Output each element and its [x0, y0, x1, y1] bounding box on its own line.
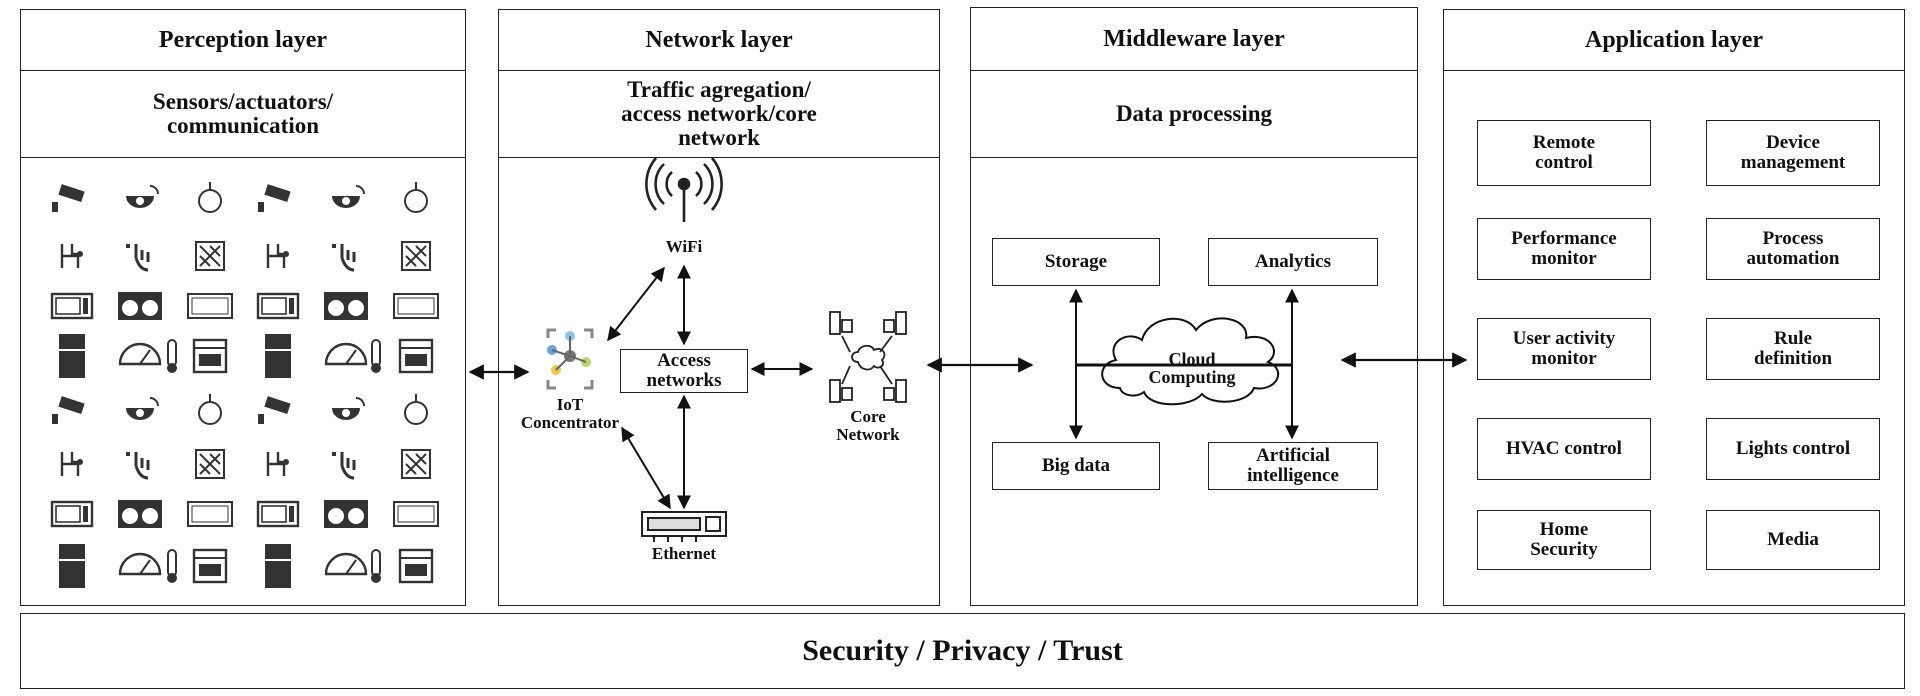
ethernet-label: Ethernet: [651, 544, 717, 563]
big-data-node: Big data: [992, 442, 1160, 490]
washer-icon: [324, 500, 368, 528]
app-device-management: Device management: [1706, 120, 1880, 186]
thermostat-icon: [187, 501, 233, 527]
camera-icon: [258, 184, 291, 212]
thermostat-icon: [393, 293, 439, 319]
microwave-icon: [50, 500, 94, 528]
app-home-security: Home Security: [1477, 510, 1651, 570]
bulb-icon: [198, 394, 222, 425]
thermometer-icon: [167, 549, 177, 583]
circuit-icon: [266, 452, 289, 476]
washer-icon: [118, 500, 162, 528]
thermostat-icon: [393, 501, 439, 527]
thermostat-icon: [187, 293, 233, 319]
application-layer-panel: [1443, 9, 1905, 606]
thermometer-icon: [371, 549, 381, 583]
wifi-icon: [645, 157, 723, 222]
oven-icon: [398, 548, 434, 584]
perception-icon-grid: [50, 182, 439, 588]
iot-concentrator-icon: [546, 328, 594, 390]
thermometer-icon: [167, 339, 177, 373]
ethernet-icon: [641, 511, 727, 542]
washer-icon: [118, 292, 162, 320]
grid-panel-icon: [195, 449, 225, 479]
microwave-icon: [256, 292, 300, 320]
core-network-icon: [829, 311, 907, 403]
app-process-automation: Process automation: [1706, 218, 1880, 280]
grid-panel-icon: [401, 241, 431, 271]
oven-icon: [192, 548, 228, 584]
microwave-icon: [50, 292, 94, 320]
gauge-icon: [118, 552, 162, 576]
oven-icon: [192, 338, 228, 374]
app-user-activity-monitor: User activity monitor: [1477, 318, 1651, 380]
grid-panel-icon: [195, 241, 225, 271]
cloud-computing-label: Cloud Computing: [1148, 349, 1236, 387]
oven-icon: [398, 338, 434, 374]
network-layer-subtitle: Traffic agregation/ access network/core …: [498, 70, 940, 158]
circuit-icon: [60, 244, 83, 268]
circuit-icon: [266, 244, 289, 268]
dome-camera-icon: [126, 185, 159, 208]
artificial-intelligence-node: Artificial intelligence: [1208, 442, 1378, 490]
touch-icon: [332, 244, 356, 272]
fridge-icon: [265, 544, 291, 588]
dome-camera-icon: [126, 397, 159, 420]
camera-icon: [258, 396, 291, 424]
middleware-layer-subtitle: Data processing: [970, 70, 1418, 158]
touch-icon: [332, 452, 356, 480]
gauge-icon: [324, 342, 368, 366]
touch-icon: [126, 452, 150, 480]
core-network-label: Core Network: [836, 407, 900, 444]
bulb-icon: [198, 182, 222, 213]
fridge-icon: [59, 334, 85, 378]
bulb-icon: [404, 394, 428, 425]
microwave-icon: [256, 500, 300, 528]
circuit-icon: [60, 452, 83, 476]
iot-concentrator-label: IoT Concentrator: [520, 395, 620, 432]
app-remote-control: Remote control: [1477, 120, 1651, 186]
fridge-icon: [265, 334, 291, 378]
camera-icon: [52, 184, 85, 212]
washer-icon: [324, 292, 368, 320]
app-performance-monitor: Performance monitor: [1477, 218, 1651, 280]
perception-layer-title: Perception layer: [20, 9, 466, 71]
gauge-icon: [118, 342, 162, 366]
gauge-icon: [324, 552, 368, 576]
middleware-layer-title: Middleware layer: [970, 7, 1418, 71]
app-media: Media: [1706, 510, 1880, 570]
touch-icon: [126, 244, 150, 272]
grid-panel-icon: [401, 449, 431, 479]
access-networks-node: Access networks: [620, 349, 748, 393]
dome-camera-icon: [332, 397, 365, 420]
analytics-node: Analytics: [1208, 238, 1378, 286]
perception-layer-subtitle: Sensors/actuators/ communication: [20, 70, 466, 158]
application-layer-divider: [1443, 70, 1905, 71]
dome-camera-icon: [332, 185, 365, 208]
arrow-iot-ethernet: [621, 426, 671, 510]
arrow-iot-wifi: [607, 266, 665, 342]
storage-node: Storage: [992, 238, 1160, 286]
camera-icon: [52, 396, 85, 424]
cloud-shape: [1101, 317, 1280, 406]
bulb-icon: [404, 182, 428, 213]
app-rule-definition: Rule definition: [1706, 318, 1880, 380]
app-lights-control: Lights control: [1706, 418, 1880, 480]
security-privacy-trust-bar: Security / Privacy / Trust: [20, 613, 1905, 689]
app-hvac-control: HVAC control: [1477, 418, 1651, 480]
application-layer-title: Application layer: [1443, 9, 1905, 71]
wifi-label: WiFi: [665, 237, 703, 256]
thermometer-icon: [371, 339, 381, 373]
fridge-icon: [59, 544, 85, 588]
